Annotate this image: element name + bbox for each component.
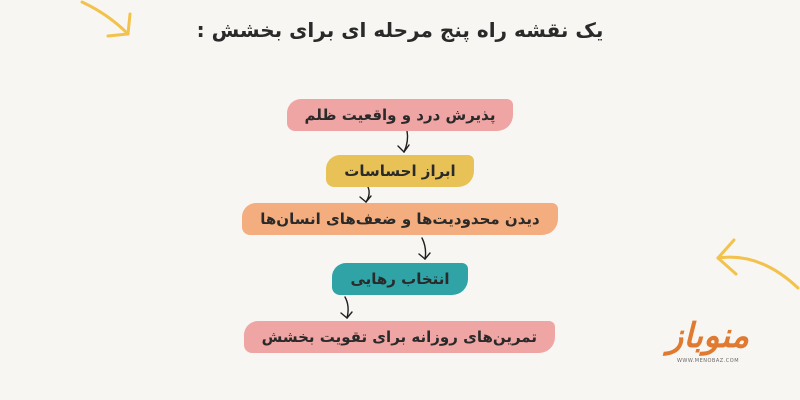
top-left-arrow-icon	[80, 0, 132, 38]
brand-logo: منوباز WWW.MENOBAZ.COM	[658, 318, 758, 364]
connector-arrow-icon	[359, 186, 372, 203]
logo-wordmark: منوباز	[666, 316, 750, 356]
step-5-label: تمرین‌های روزانه برای تقویت بخشش	[243, 321, 555, 353]
logo-url: WWW.MENOBAZ.COM	[676, 358, 740, 364]
connector-arrow-icon	[418, 237, 431, 260]
connector-arrow-icon	[340, 296, 353, 319]
step-5-box: تمرین‌های روزانه برای تقویت بخشش	[243, 321, 555, 353]
diagram-title: یک نقشه راه پنج مرحله ای برای بخشش :	[196, 18, 604, 42]
right-arrow-icon	[716, 238, 800, 290]
step-3-label: دیدن محدودیت‌ها و ضعف‌های انسان‌ها	[242, 203, 558, 235]
step-1-box: پذیرش درد و واقعیت ظلم	[270, 99, 530, 131]
step-3-box: دیدن محدودیت‌ها و ضعف‌های انسان‌ها	[210, 203, 590, 235]
connector-arrow-icon	[397, 130, 410, 153]
step-2-label: ابراز احساسات	[326, 155, 474, 187]
step-2-box: ابراز احساسات	[318, 155, 482, 187]
step-4-box: انتخاب رهایی	[310, 263, 490, 295]
step-1-label: پذیرش درد و واقعیت ظلم	[286, 99, 514, 131]
step-4-label: انتخاب رهایی	[332, 263, 468, 295]
